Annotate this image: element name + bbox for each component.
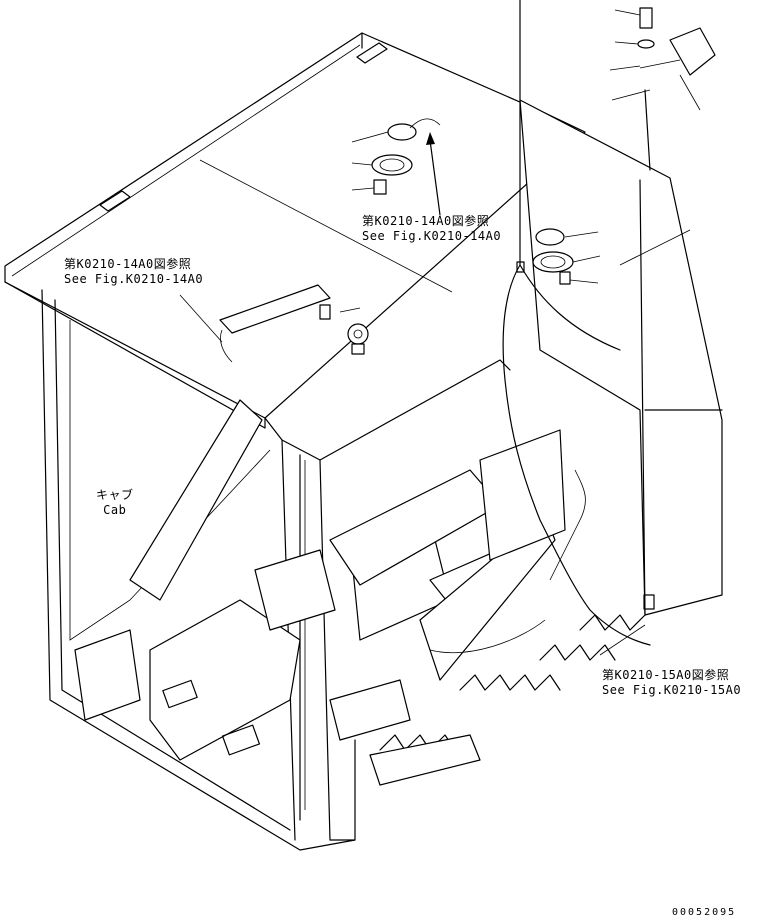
callout-fig-k0210-14a0-top: 第K0210-14A0図参照 See Fig.K0210-14A0 bbox=[362, 214, 501, 244]
speaker-part-set-upper bbox=[351, 118, 441, 195]
callout-en: See Fig.K0210-14A0 bbox=[362, 229, 502, 243]
drawing-number: 00052095 bbox=[672, 907, 737, 918]
callout-fig-k0210-15a0: 第K0210-15A0図参照 See Fig.K0210-15A0 bbox=[602, 668, 741, 698]
floor-mats bbox=[369, 614, 646, 786]
cab-label-ja: キャブ bbox=[96, 488, 134, 502]
speaker-part-set-lower bbox=[532, 228, 601, 285]
cab-roof bbox=[4, 32, 586, 429]
floor-console bbox=[74, 429, 566, 761]
cab-front-frame bbox=[41, 289, 511, 851]
cab-label: キャブ Cab bbox=[96, 488, 134, 518]
callout-ja: 第K0210-15A0図参照 bbox=[602, 668, 730, 682]
wiring-harness bbox=[429, 0, 651, 654]
cab-label-en: Cab bbox=[103, 503, 127, 517]
callout-en: See Fig.K0210-14A0 bbox=[64, 272, 204, 286]
roof-lamp-left bbox=[219, 284, 361, 363]
callout-ja: 第K0210-14A0図参照 bbox=[64, 257, 192, 271]
cab-rear-wall bbox=[519, 99, 723, 616]
dome-lamp-set bbox=[609, 7, 716, 171]
callout-ja: 第K0210-14A0図参照 bbox=[362, 214, 490, 228]
lifting-eye bbox=[347, 323, 369, 355]
leader-lines bbox=[179, 132, 646, 656]
callout-fig-k0210-14a0-left: 第K0210-14A0図参照 See Fig.K0210-14A0 bbox=[64, 257, 203, 287]
callout-en: See Fig.K0210-15A0 bbox=[602, 683, 742, 697]
